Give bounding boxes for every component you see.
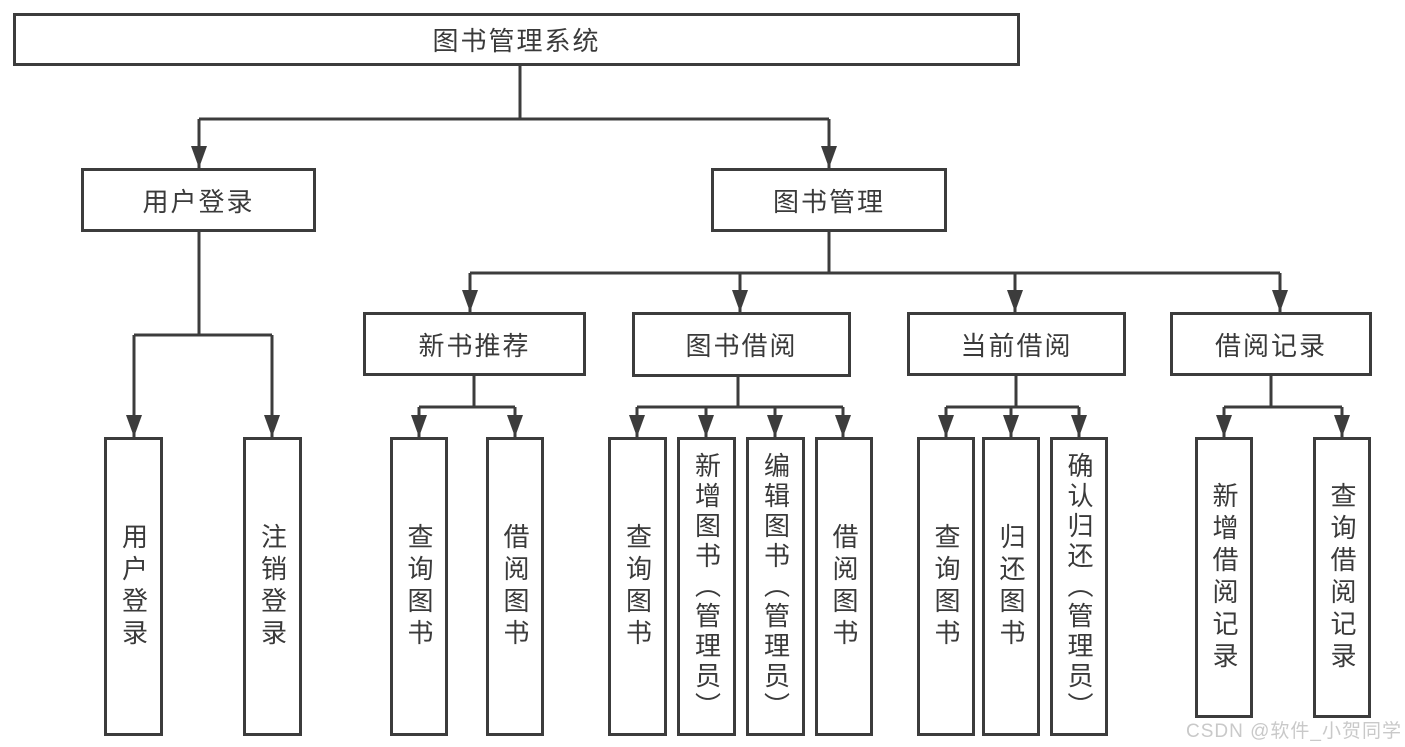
- node-root: 图书管理系统: [13, 13, 1020, 66]
- leaf-return-books: 归还图书: [982, 437, 1040, 736]
- leaf-logout: 注销登录: [243, 437, 302, 736]
- node-borrow-records: 借阅记录: [1170, 312, 1372, 376]
- leaf-query-books-borrow: 查询图书: [608, 437, 667, 736]
- connector-current-borrow-children: [938, 376, 1087, 437]
- connector-root-to-level1: [191, 66, 837, 168]
- connector-borrow-records-children: [1216, 376, 1350, 437]
- connector-book-borrow-children: [629, 376, 851, 437]
- csdn-watermark: CSDN @软件_小贺同学: [1186, 721, 1402, 742]
- leaf-query-books-recommend: 查询图书: [390, 437, 448, 736]
- node-current-borrowing: 当前借阅: [907, 312, 1126, 376]
- leaf-add-borrow-record: 新增借阅记录: [1195, 437, 1253, 718]
- leaf-borrow-books-recommend: 借阅图书: [486, 437, 544, 736]
- leaf-query-borrow-record: 查询借阅记录: [1313, 437, 1371, 718]
- node-user-login: 用户登录: [81, 168, 316, 232]
- node-book-management: 图书管理: [711, 168, 947, 232]
- leaf-query-books-current: 查询图书: [917, 437, 975, 736]
- leaf-borrow-books: 借阅图书: [815, 437, 873, 736]
- leaf-user-login: 用户登录: [104, 437, 163, 736]
- node-new-book-recommend: 新书推荐: [363, 312, 586, 376]
- leaf-add-book-admin: 新增图书（管理员）: [677, 437, 736, 736]
- node-book-borrowing: 图书借阅: [632, 312, 851, 377]
- connector-new-book-children: [411, 376, 523, 437]
- connector-book-management-children: [462, 232, 1288, 312]
- leaf-confirm-return-admin: 确认归还（管理员）: [1050, 437, 1108, 736]
- connector-user-login-children: [126, 232, 280, 437]
- leaf-edit-book-admin: 编辑图书（管理员）: [746, 437, 805, 736]
